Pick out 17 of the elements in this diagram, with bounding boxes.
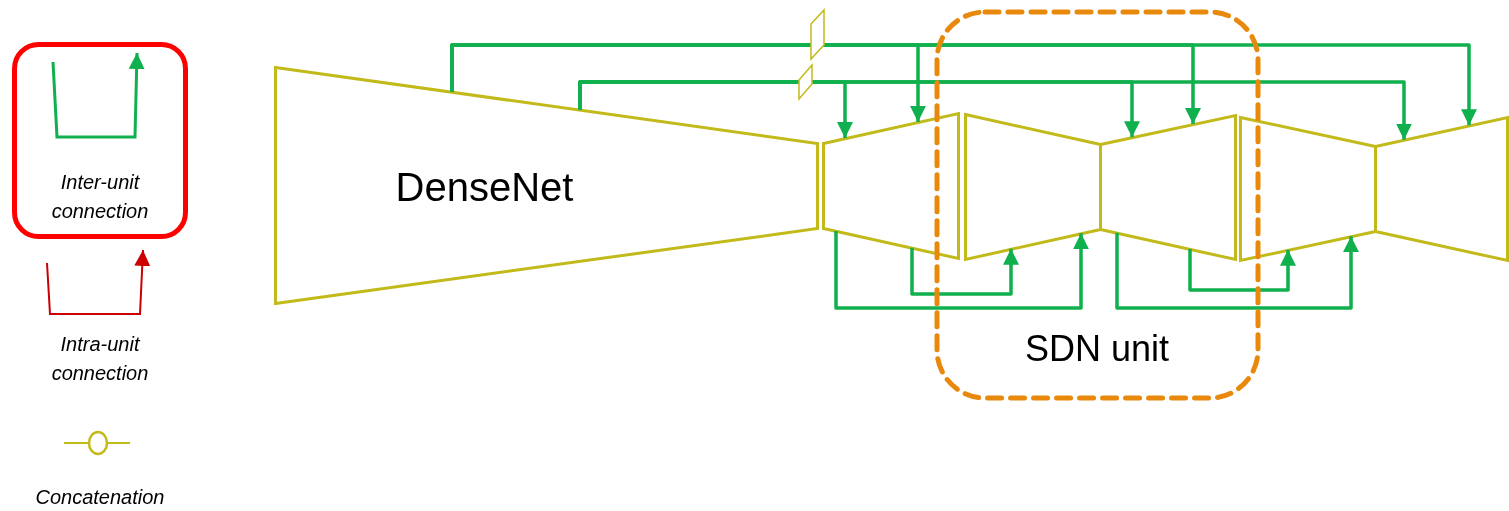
arrow: [578, 80, 1412, 140]
arrow: [910, 247, 1019, 296]
trapezoid-block: [1098, 113, 1237, 261]
arrow: [1115, 232, 1359, 310]
arrow: [834, 230, 1089, 310]
arrow: [1188, 249, 1296, 292]
legend-label: Intra-unit connection: [50, 332, 150, 386]
arrow: [450, 43, 1477, 126]
trapezoid-block: [963, 112, 1102, 261]
legend-label: Concatenation: [34, 485, 166, 510]
node-label: DenseNet: [394, 163, 575, 210]
trapezoid-block: [1238, 115, 1377, 262]
legend-label: Inter-unit connection: [50, 170, 150, 224]
trapezoid-block: [1373, 115, 1509, 262]
unit-label: SDN unit: [1023, 328, 1171, 370]
network-trapezoid: [273, 65, 819, 305]
trapezoid-block: [821, 111, 960, 260]
